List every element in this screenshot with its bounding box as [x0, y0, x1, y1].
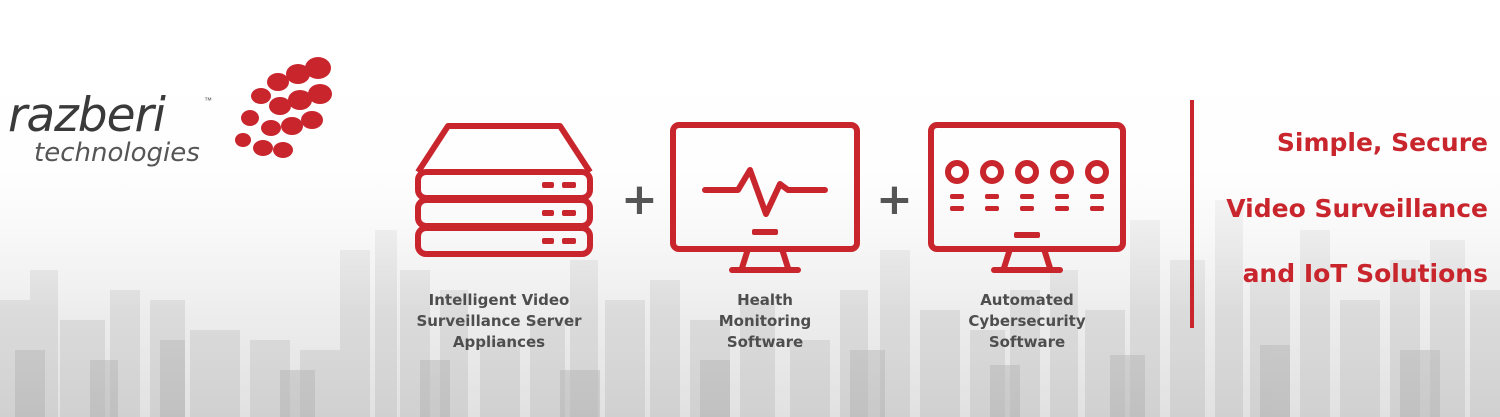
caption-line: Intelligent Video: [428, 291, 570, 309]
caption-line: Surveillance Server: [416, 312, 582, 330]
vertical-divider: [1190, 100, 1194, 328]
caption-line: Cybersecurity: [968, 312, 1086, 330]
caption-line: Automated: [980, 291, 1074, 309]
caption-line: Health: [737, 291, 793, 309]
logo-wordmark: razberi: [8, 88, 166, 143]
logo-trademark: ™: [204, 96, 212, 105]
product-caption-health: Health Monitoring Software: [650, 290, 880, 353]
tagline-line-1: Simple, Secure: [1276, 128, 1488, 157]
product-cybersecurity: [928, 122, 1126, 274]
server-stack-icon: [415, 123, 593, 257]
logo-subtitle: technologies: [34, 138, 200, 168]
caption-line: Software: [988, 333, 1066, 351]
plus-operator: +: [876, 174, 913, 225]
product-health-monitoring: [670, 122, 860, 274]
caption-line: Software: [726, 333, 804, 351]
tagline-line-2: Video Surveillance: [1226, 194, 1488, 223]
raspberry-dots-icon: [235, 57, 332, 158]
cybersecurity-monitor-icon: [928, 122, 1126, 273]
caption-line: Monitoring: [718, 312, 812, 330]
product-caption-cybersecurity: Automated Cybersecurity Software: [912, 290, 1142, 353]
product-server-appliances: [414, 120, 594, 260]
razberi-logo[interactable]: razberi ™ technologies: [8, 52, 338, 177]
tagline-line-3: and IoT Solutions: [1242, 259, 1488, 288]
caption-line: Appliances: [452, 333, 546, 351]
product-caption-server: Intelligent Video Surveillance Server Ap…: [384, 290, 614, 353]
plus-operator: +: [621, 174, 658, 225]
health-monitor-icon: [670, 122, 860, 273]
